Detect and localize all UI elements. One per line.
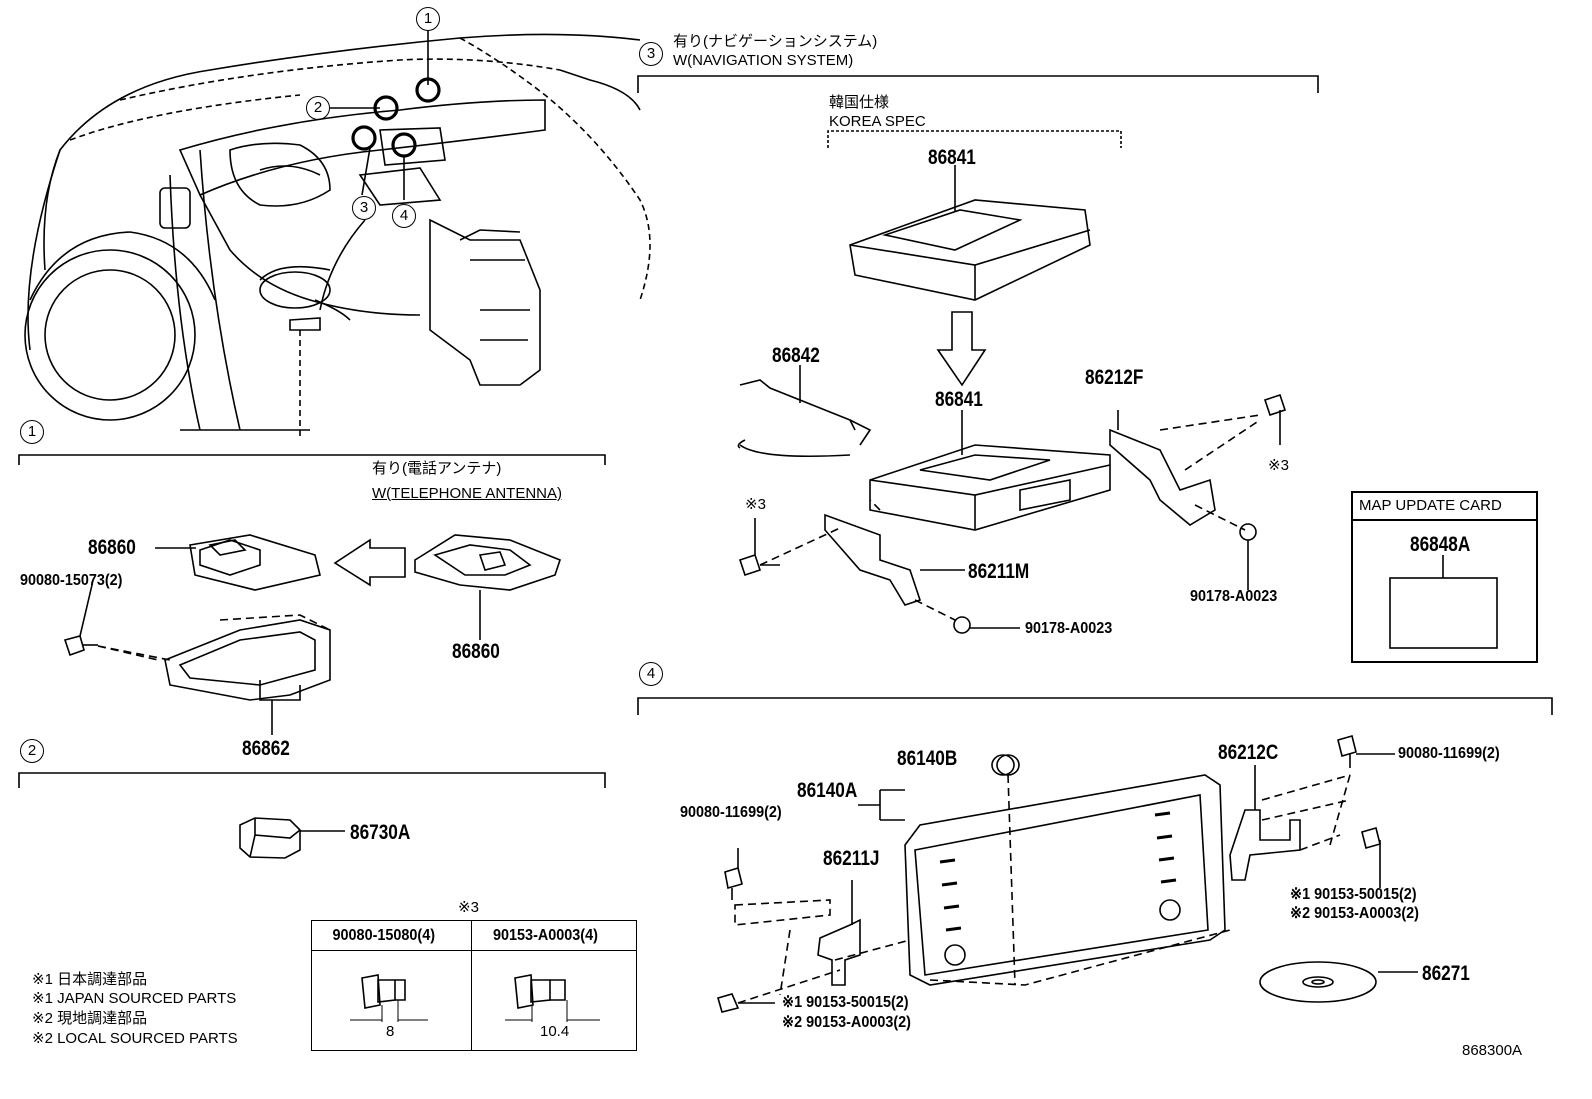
note3-marker-left: ※3: [745, 496, 766, 513]
map-card-drawing: [1389, 555, 1498, 649]
legend-line-1: ※1 日本調達部品: [32, 971, 148, 988]
section3-condition-jp: 有り(ナビゲーションシステム): [673, 33, 878, 50]
korea-spec-jp: 韓国仕様: [829, 94, 890, 111]
note3-dim-10-4: 10.4: [540, 1023, 570, 1040]
section3-condition-en: W(NAVIGATION SYSTEM): [673, 52, 854, 69]
part-86212c: 86212C: [1218, 741, 1279, 764]
callout-4-top: 4: [392, 204, 416, 228]
part-86862: 86862: [242, 737, 290, 760]
part-86841-top: 86841: [928, 146, 976, 169]
telephone-antenna-parts: [63, 534, 561, 735]
part-90178-a0023-right: 90178-A0023: [1190, 588, 1278, 605]
part-86841-lower: 86841: [935, 388, 983, 411]
part-90178-a0023-lower: 90178-A0023: [1025, 620, 1113, 637]
part-90153-50015-left: ※1 90153-50015(2): [782, 994, 909, 1011]
note3-table-marker: ※3: [458, 899, 479, 916]
korea-spec-en: KOREA SPEC: [829, 113, 926, 130]
part-86140b: 86140B: [897, 747, 958, 770]
part-86211j: 86211J: [823, 847, 880, 870]
part-86140a: 86140A: [797, 779, 858, 802]
note3-dim-8: 8: [386, 1023, 395, 1040]
car-interior-illustration: [24, 30, 651, 440]
part-90080-11699-right: 90080-11699(2): [1398, 745, 1500, 762]
section-3-marker: 3: [639, 42, 663, 66]
diagram-code: 868300A: [1462, 1042, 1523, 1059]
note3-spec-table: 90080-15080(4) 90153-A0003(4): [311, 920, 638, 1051]
part-90153-a0003-left: ※2 90153-A0003(2): [782, 1014, 911, 1031]
part-86842: 86842: [772, 344, 820, 367]
section-1-marker: 1: [20, 420, 44, 444]
note3-col1-header: 90080-15080(4): [311, 920, 456, 951]
part-86860-right: 86860: [452, 640, 500, 663]
note3-col2-cell: [470, 950, 638, 1051]
part-86211m: 86211M: [968, 560, 1030, 583]
part-90153-a0003-right: ※2 90153-A0003(2): [1290, 905, 1419, 922]
part-86860-left: 86860: [88, 536, 136, 559]
part-90080-11699-left: 90080-11699(2): [680, 804, 782, 821]
callout-3-top: 3: [352, 196, 376, 220]
part-86730a: 86730A: [350, 821, 411, 844]
callout-rings: [351, 77, 441, 158]
part-86212f: 86212F: [1085, 366, 1144, 389]
callout-1-top: 1: [416, 7, 440, 31]
display-parts: [717, 735, 1418, 1013]
note3-col1-cell: [311, 950, 472, 1051]
section-2-marker: 2: [20, 739, 44, 763]
note3-col2-header: 90153-A0003(4): [470, 920, 621, 951]
note3-marker-right: ※3: [1268, 457, 1289, 474]
map-update-card-title: MAP UPDATE CARD: [1359, 497, 1502, 514]
navigation-parts: [737, 165, 1287, 634]
map-card-divider: [1351, 519, 1538, 521]
part-86730a: [239, 817, 345, 859]
section-brackets: [18, 75, 1553, 788]
part-86848a: 86848A: [1410, 533, 1471, 556]
part-90080-15073: 90080-15073(2): [20, 572, 123, 589]
section-4-marker: 4: [639, 662, 663, 686]
section1-condition-jp: 有り(電話アンテナ): [372, 460, 502, 477]
legend-line-2: ※1 JAPAN SOURCED PARTS: [32, 990, 237, 1007]
legend-line-4: ※2 LOCAL SOURCED PARTS: [32, 1030, 238, 1047]
callout-2-top: 2: [306, 96, 330, 120]
legend-line-3: ※2 現地調達部品: [32, 1010, 148, 1027]
part-86271: 86271: [1422, 962, 1470, 985]
map-update-card-box: [1351, 491, 1538, 663]
section1-condition-en: W(TELEPHONE ANTENNA): [372, 485, 563, 502]
part-90153-50015-right: ※1 90153-50015(2): [1290, 886, 1417, 903]
